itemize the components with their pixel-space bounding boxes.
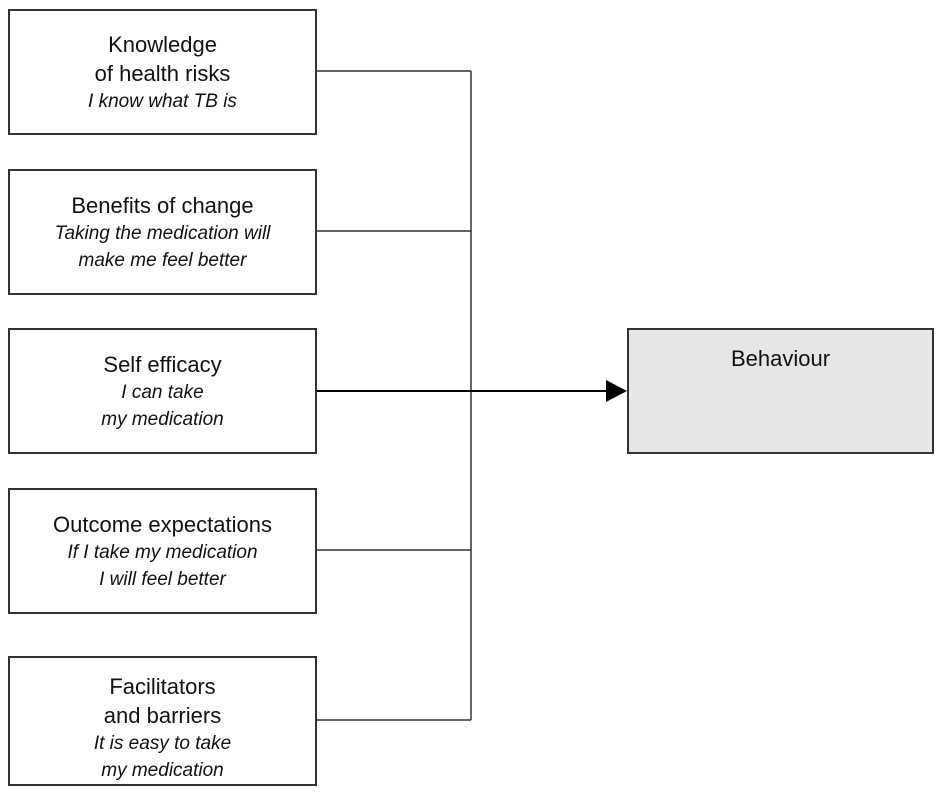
factor-example: make me feel better bbox=[78, 249, 247, 271]
factor-title: Self efficacy bbox=[103, 351, 222, 377]
factor-box-facilitators-barriers: Facilitators and barriers It is easy to … bbox=[8, 656, 317, 786]
factor-example: I can take bbox=[121, 381, 204, 403]
factor-example: I will feel better bbox=[99, 568, 226, 590]
factor-box-benefits: Benefits of change Taking the medication… bbox=[8, 169, 317, 295]
factor-title: and barriers bbox=[103, 703, 222, 728]
factor-box-outcome-expectations: Outcome expectations If I take my medica… bbox=[8, 488, 317, 614]
factor-title: Outcome expectations bbox=[53, 511, 272, 537]
factor-example: my medication bbox=[101, 760, 224, 781]
factor-title: of health risks bbox=[94, 60, 231, 86]
factor-example: my medication bbox=[101, 408, 224, 430]
factor-example: If I take my medication bbox=[67, 541, 258, 563]
outcome-box-behaviour: Behaviour bbox=[627, 328, 934, 454]
arrowhead-icon bbox=[606, 380, 627, 402]
factor-title: Benefits of change bbox=[71, 192, 254, 218]
factor-example: I know what TB is bbox=[88, 90, 237, 112]
factor-box-knowledge: Knowledge of health risks I know what TB… bbox=[8, 9, 317, 135]
factor-example: It is easy to take bbox=[93, 733, 232, 754]
factor-box-self-efficacy: Self efficacy I can take my medication bbox=[8, 328, 317, 454]
factor-title: Facilitators bbox=[109, 674, 216, 699]
factor-title: Knowledge bbox=[108, 31, 217, 57]
outcome-title: Behaviour bbox=[730, 346, 831, 371]
factor-example: Taking the medication will bbox=[54, 222, 271, 244]
